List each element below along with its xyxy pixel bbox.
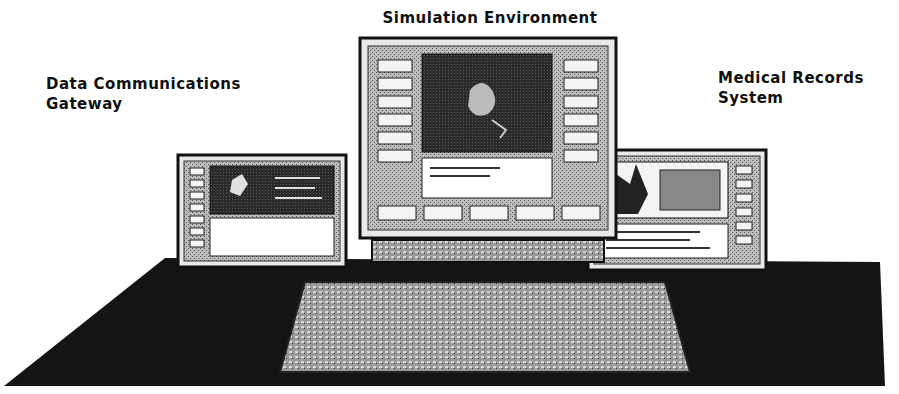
- monitor-caption: Simulation Environment: [340, 8, 640, 28]
- monitor-caption: Data Communications Gateway: [46, 74, 251, 115]
- monitor-caption: Medical Records System: [718, 68, 888, 109]
